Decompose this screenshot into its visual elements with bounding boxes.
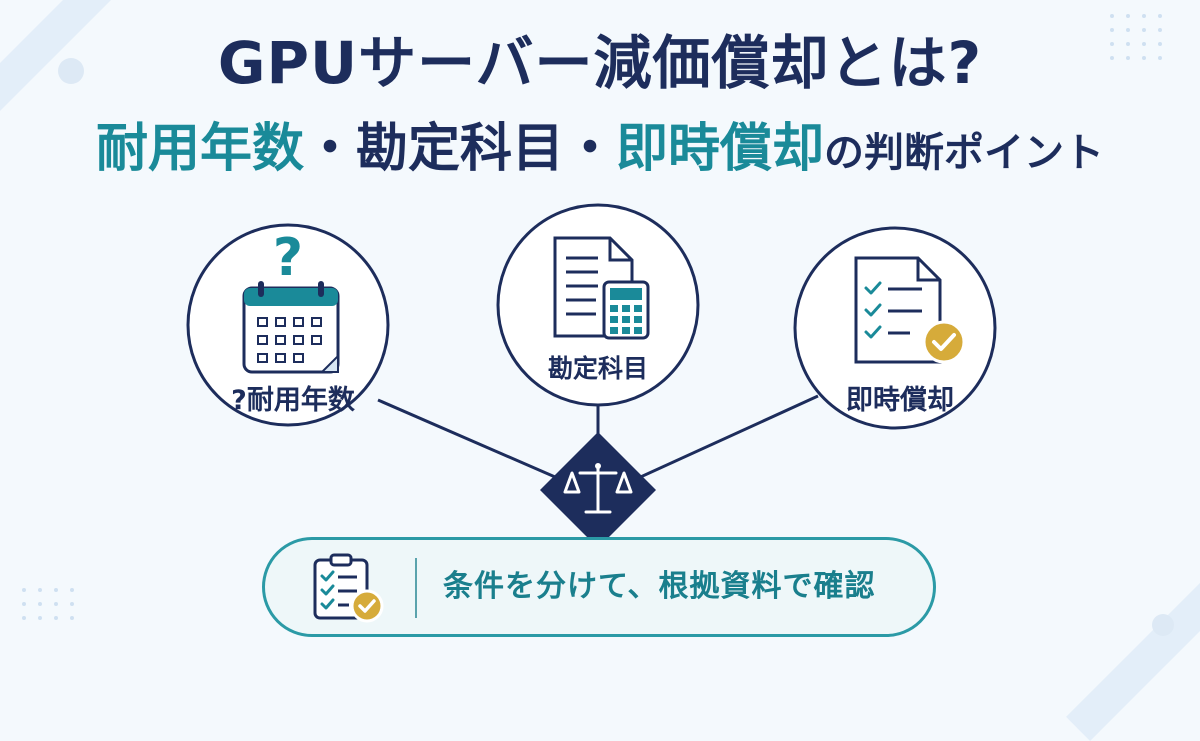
document-calculator-icon	[553, 236, 650, 340]
subtitle-separator: ・	[564, 119, 617, 179]
decor-dots-bottom-left	[22, 588, 76, 620]
clipboard-check-icon	[313, 553, 384, 623]
calendar-question-icon: ?	[242, 228, 340, 374]
page-subtitle: 耐用年数・勘定科目・即時償却の判断ポイント	[0, 114, 1200, 196]
node-label-immediate: 即時償却	[846, 385, 954, 416]
decor-dots-top-right	[1110, 14, 1164, 60]
connector-left	[377, 398, 586, 492]
svg-text:?: ?	[273, 228, 303, 288]
subtitle-term-account: 勘定科目	[355, 119, 564, 179]
page-title: GPUサーバー減価償却とは?	[217, 29, 983, 97]
decor-circle-bottom-right	[1152, 614, 1174, 636]
connector-right	[611, 394, 819, 492]
balance-scale-icon	[540, 432, 656, 548]
diagram-canvas: ?	[186, 203, 997, 548]
node-label-account: 勘定科目	[547, 354, 649, 383]
banner-divider	[415, 558, 417, 618]
conclusion-text: 条件を分けて、根拠資料で確認	[443, 569, 876, 604]
checklist-approved-icon	[854, 256, 966, 364]
decor-circle-top-left	[58, 58, 84, 84]
conclusion-banner: 条件を分けて、根拠資料で確認	[262, 537, 936, 637]
subtitle-separator: ・	[303, 119, 356, 179]
subtitle-term-useful-life: 耐用年数	[95, 119, 304, 179]
subtitle-term-immediate: 即時償却	[616, 119, 825, 179]
subtitle-suffix: の判断ポイント	[824, 130, 1105, 176]
node-label-useful-life: ?耐用年数	[231, 385, 355, 416]
